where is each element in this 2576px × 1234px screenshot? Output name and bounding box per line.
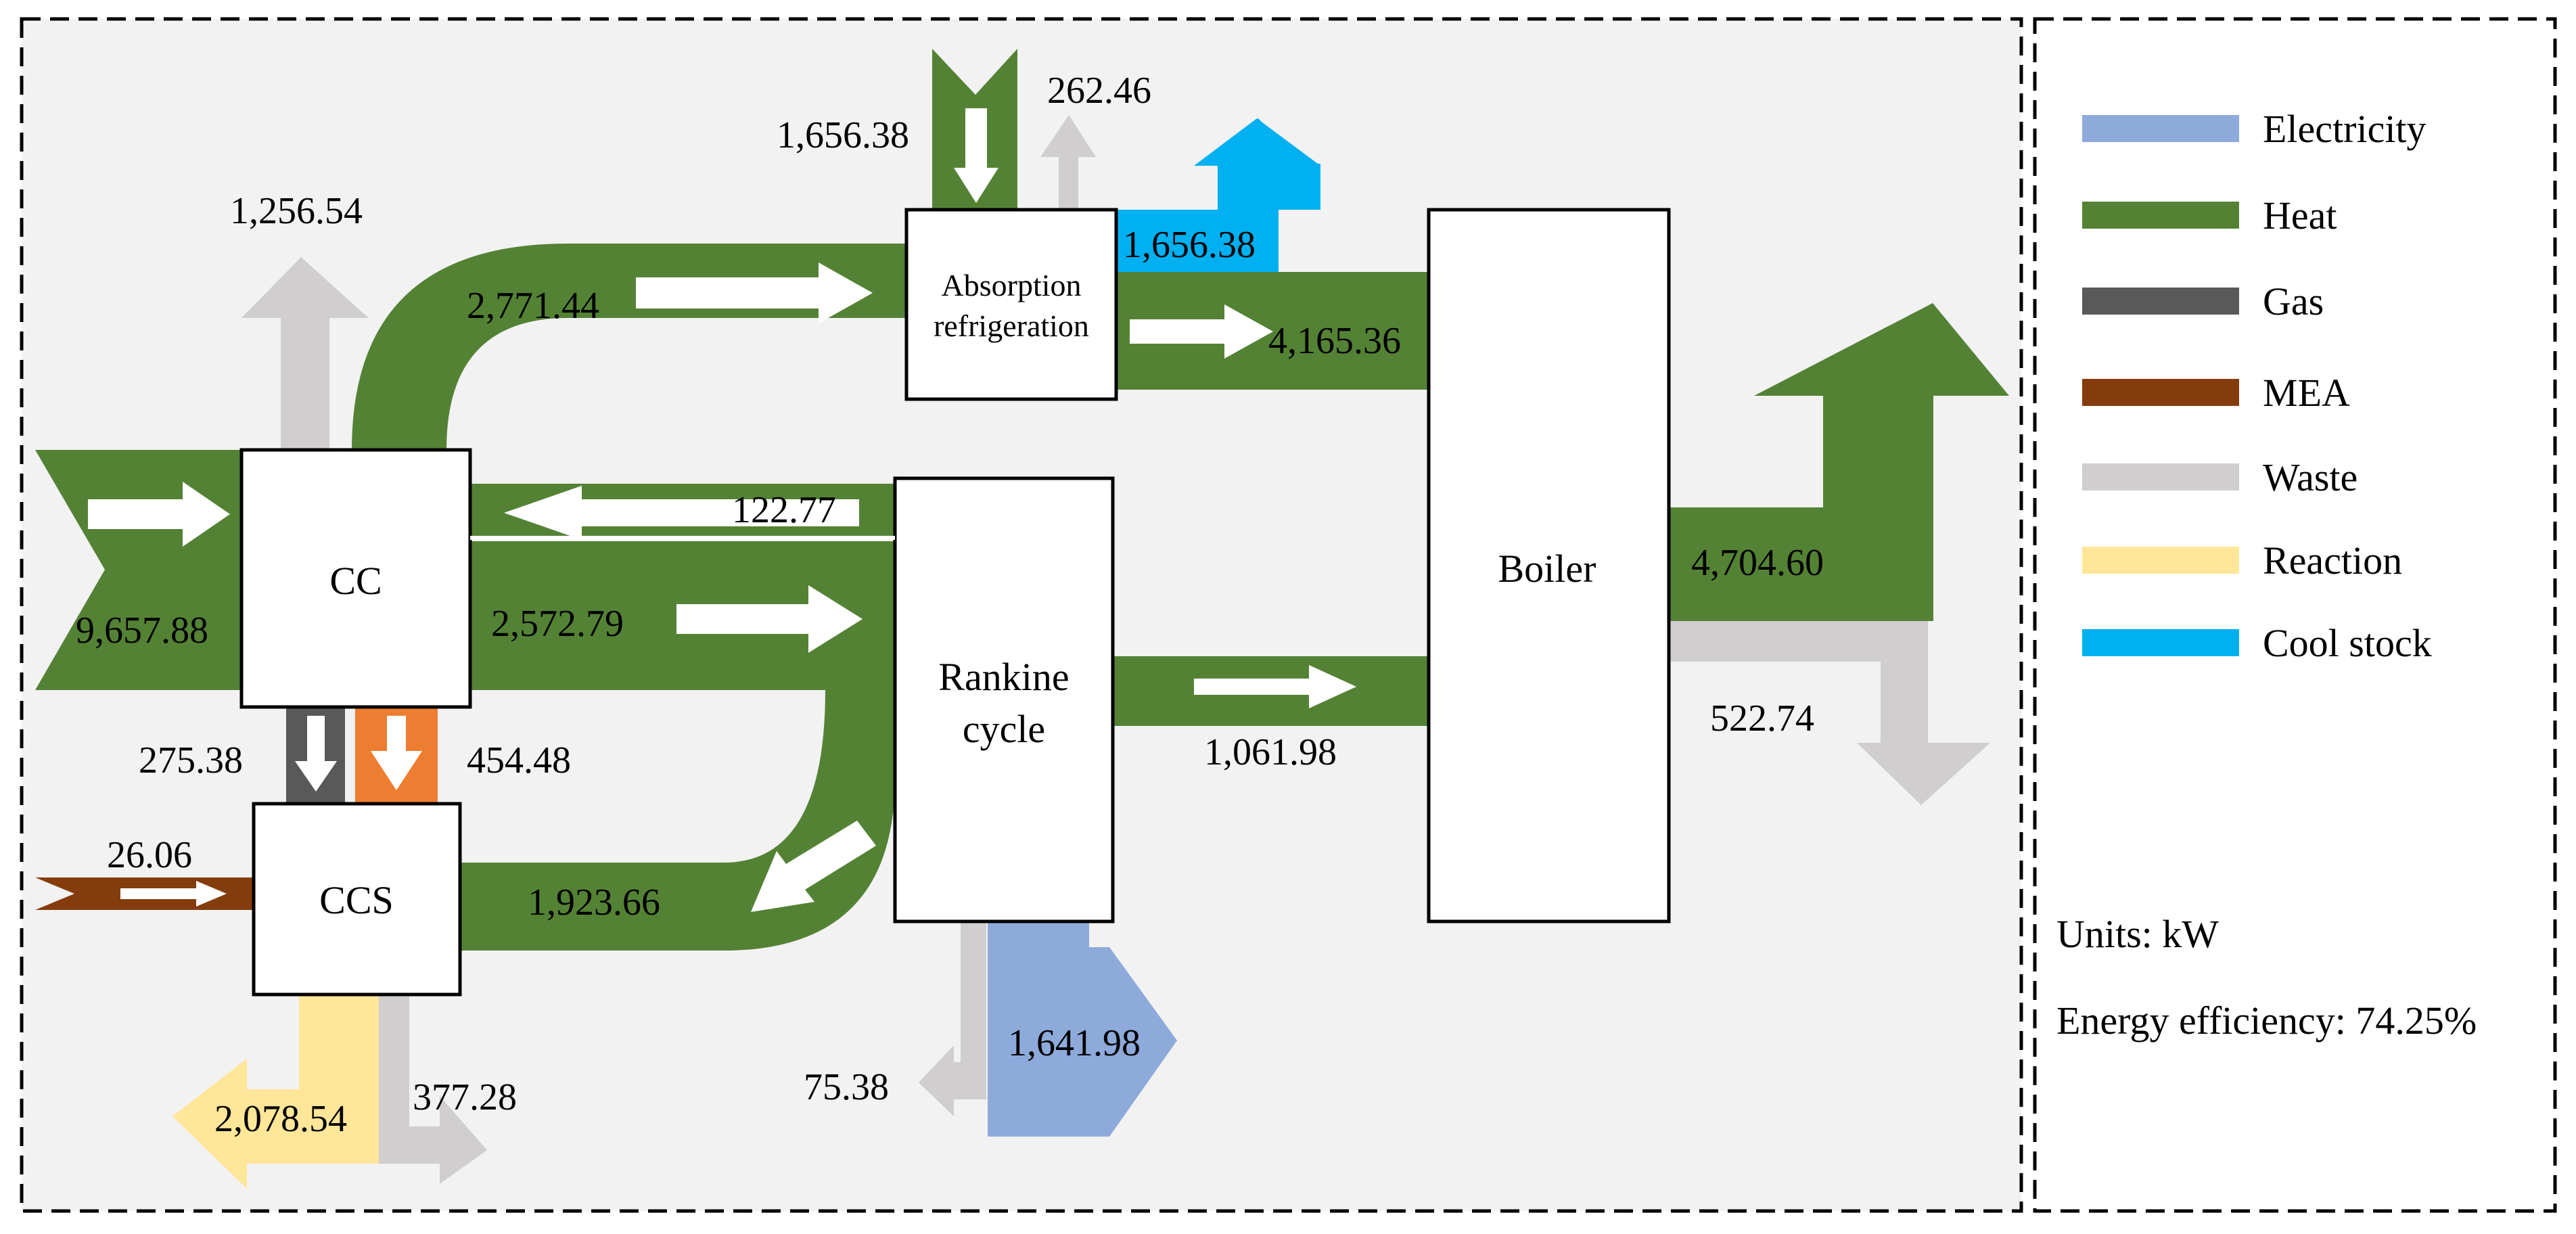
- label-rankine-electricity: 1,641.98: [1008, 1022, 1141, 1064]
- legend-label-1: Heat: [2263, 193, 2337, 237]
- label-mea-in: 26.06: [107, 834, 192, 876]
- label-rankine-to-cc: 122.77: [732, 489, 836, 531]
- label-cc-to-absorption: 2,771.44: [467, 285, 599, 327]
- legend-swatch-1: [2082, 202, 2239, 229]
- boiler-heat-out-arrow: [1669, 303, 2009, 621]
- absorption-label-line2: refrigeration: [934, 308, 1089, 343]
- legend-label-3: MEA: [2263, 371, 2350, 415]
- label-boiler-heat-out: 4,704.60: [1691, 542, 1824, 584]
- label-absorption-cool: 1,656.38: [1123, 224, 1256, 266]
- label-cc-to-rankine: 2,572.79: [491, 603, 624, 645]
- efficiency-note: Energy efficiency: 74.25%: [2056, 999, 2477, 1043]
- legend-swatch-6: [2082, 629, 2239, 656]
- arrow-rankine-right-icon: [676, 585, 862, 653]
- label-cc-reaction: 454.48: [467, 739, 571, 781]
- arrow-input-right-icon: [88, 482, 230, 547]
- legend-label-0: Electricity: [2263, 107, 2426, 151]
- legend-swatch-4: [2082, 463, 2239, 490]
- boiler-node: [1427, 208, 1671, 923]
- label-absorption-heat-in: 1,656.38: [777, 114, 909, 156]
- cc-waste-arrow: [242, 257, 369, 450]
- legend-swatch-3: [2082, 379, 2239, 406]
- direction-arrows: [88, 108, 1356, 912]
- cool-stock-band: [1116, 210, 1279, 272]
- label-input-heat: 9,657.88: [76, 610, 208, 652]
- boiler-waste-arrow: [1669, 621, 1990, 805]
- reaction-ccs-arrow: [172, 995, 379, 1189]
- rankine-node: [893, 476, 1115, 923]
- legend-label-2: Gas: [2263, 279, 2324, 323]
- rankine-label-line2: cycle: [963, 707, 1045, 751]
- legend-label-4: Waste: [2263, 455, 2358, 499]
- rankine-electricity-arrow: [986, 921, 1177, 1137]
- units-note: Units: kW: [2056, 912, 2219, 956]
- cc-label: CC: [329, 559, 382, 603]
- label-absorption-waste: 262.46: [1047, 70, 1151, 112]
- rankine-waste-arrow: [919, 921, 986, 1116]
- legend-swatch-2: [2082, 288, 2239, 315]
- arrow-rankine-left-icon: [504, 486, 859, 540]
- arrow-reaction-down-icon: [371, 716, 422, 790]
- label-absorption-to-boiler: 4,165.36: [1268, 320, 1401, 362]
- arrow-ccs-left-icon: [751, 821, 876, 912]
- label-ccs-waste: 377.28: [413, 1076, 517, 1118]
- ccs-waste-arrow: [379, 995, 487, 1184]
- label-cc-gas: 275.38: [139, 739, 243, 781]
- legend-label-6: Cool stock: [2263, 621, 2432, 665]
- arrow-gas-down-icon: [295, 716, 337, 792]
- legend-label-5: Reaction: [2263, 539, 2402, 582]
- rankine-label-line1: Rankine: [938, 655, 1069, 699]
- arrow-rankine-boiler-icon: [1194, 665, 1356, 708]
- label-boiler-waste: 522.74: [1710, 698, 1814, 739]
- label-rankine-to-ccs: 1,923.66: [528, 882, 660, 923]
- cc-node: [239, 448, 472, 709]
- arrow-absorption-down-icon: [954, 108, 998, 203]
- boiler-label: Boiler: [1498, 547, 1596, 591]
- label-rankine-waste: 75.38: [804, 1066, 889, 1108]
- label-ccs-reaction: 2,078.54: [214, 1098, 347, 1140]
- ccs-node: [252, 802, 462, 997]
- legend-swatch-5: [2082, 547, 2239, 574]
- waste-flows: [242, 115, 1990, 1184]
- absorption-node: [904, 208, 1118, 401]
- arrow-mea-right-icon: [120, 881, 227, 907]
- label-rankine-to-boiler: 1,061.98: [1204, 731, 1337, 773]
- absorption-label-line1: Absorption: [942, 268, 1082, 302]
- legend-swatch-0: [2082, 115, 2239, 142]
- ccs-label: CCS: [319, 878, 394, 922]
- absorption-waste-arrow: [1040, 115, 1096, 210]
- arrow-absorption-right-icon: [636, 262, 873, 323]
- label-cc-waste: 1,256.54: [230, 190, 363, 232]
- cool-stock-arrow-head: [1194, 118, 1320, 210]
- arrow-boiler-right-icon: [1130, 304, 1273, 359]
- flow-labels: 9,657.88 1,256.54 2,771.44 1,656.38 262.…: [76, 70, 1824, 1140]
